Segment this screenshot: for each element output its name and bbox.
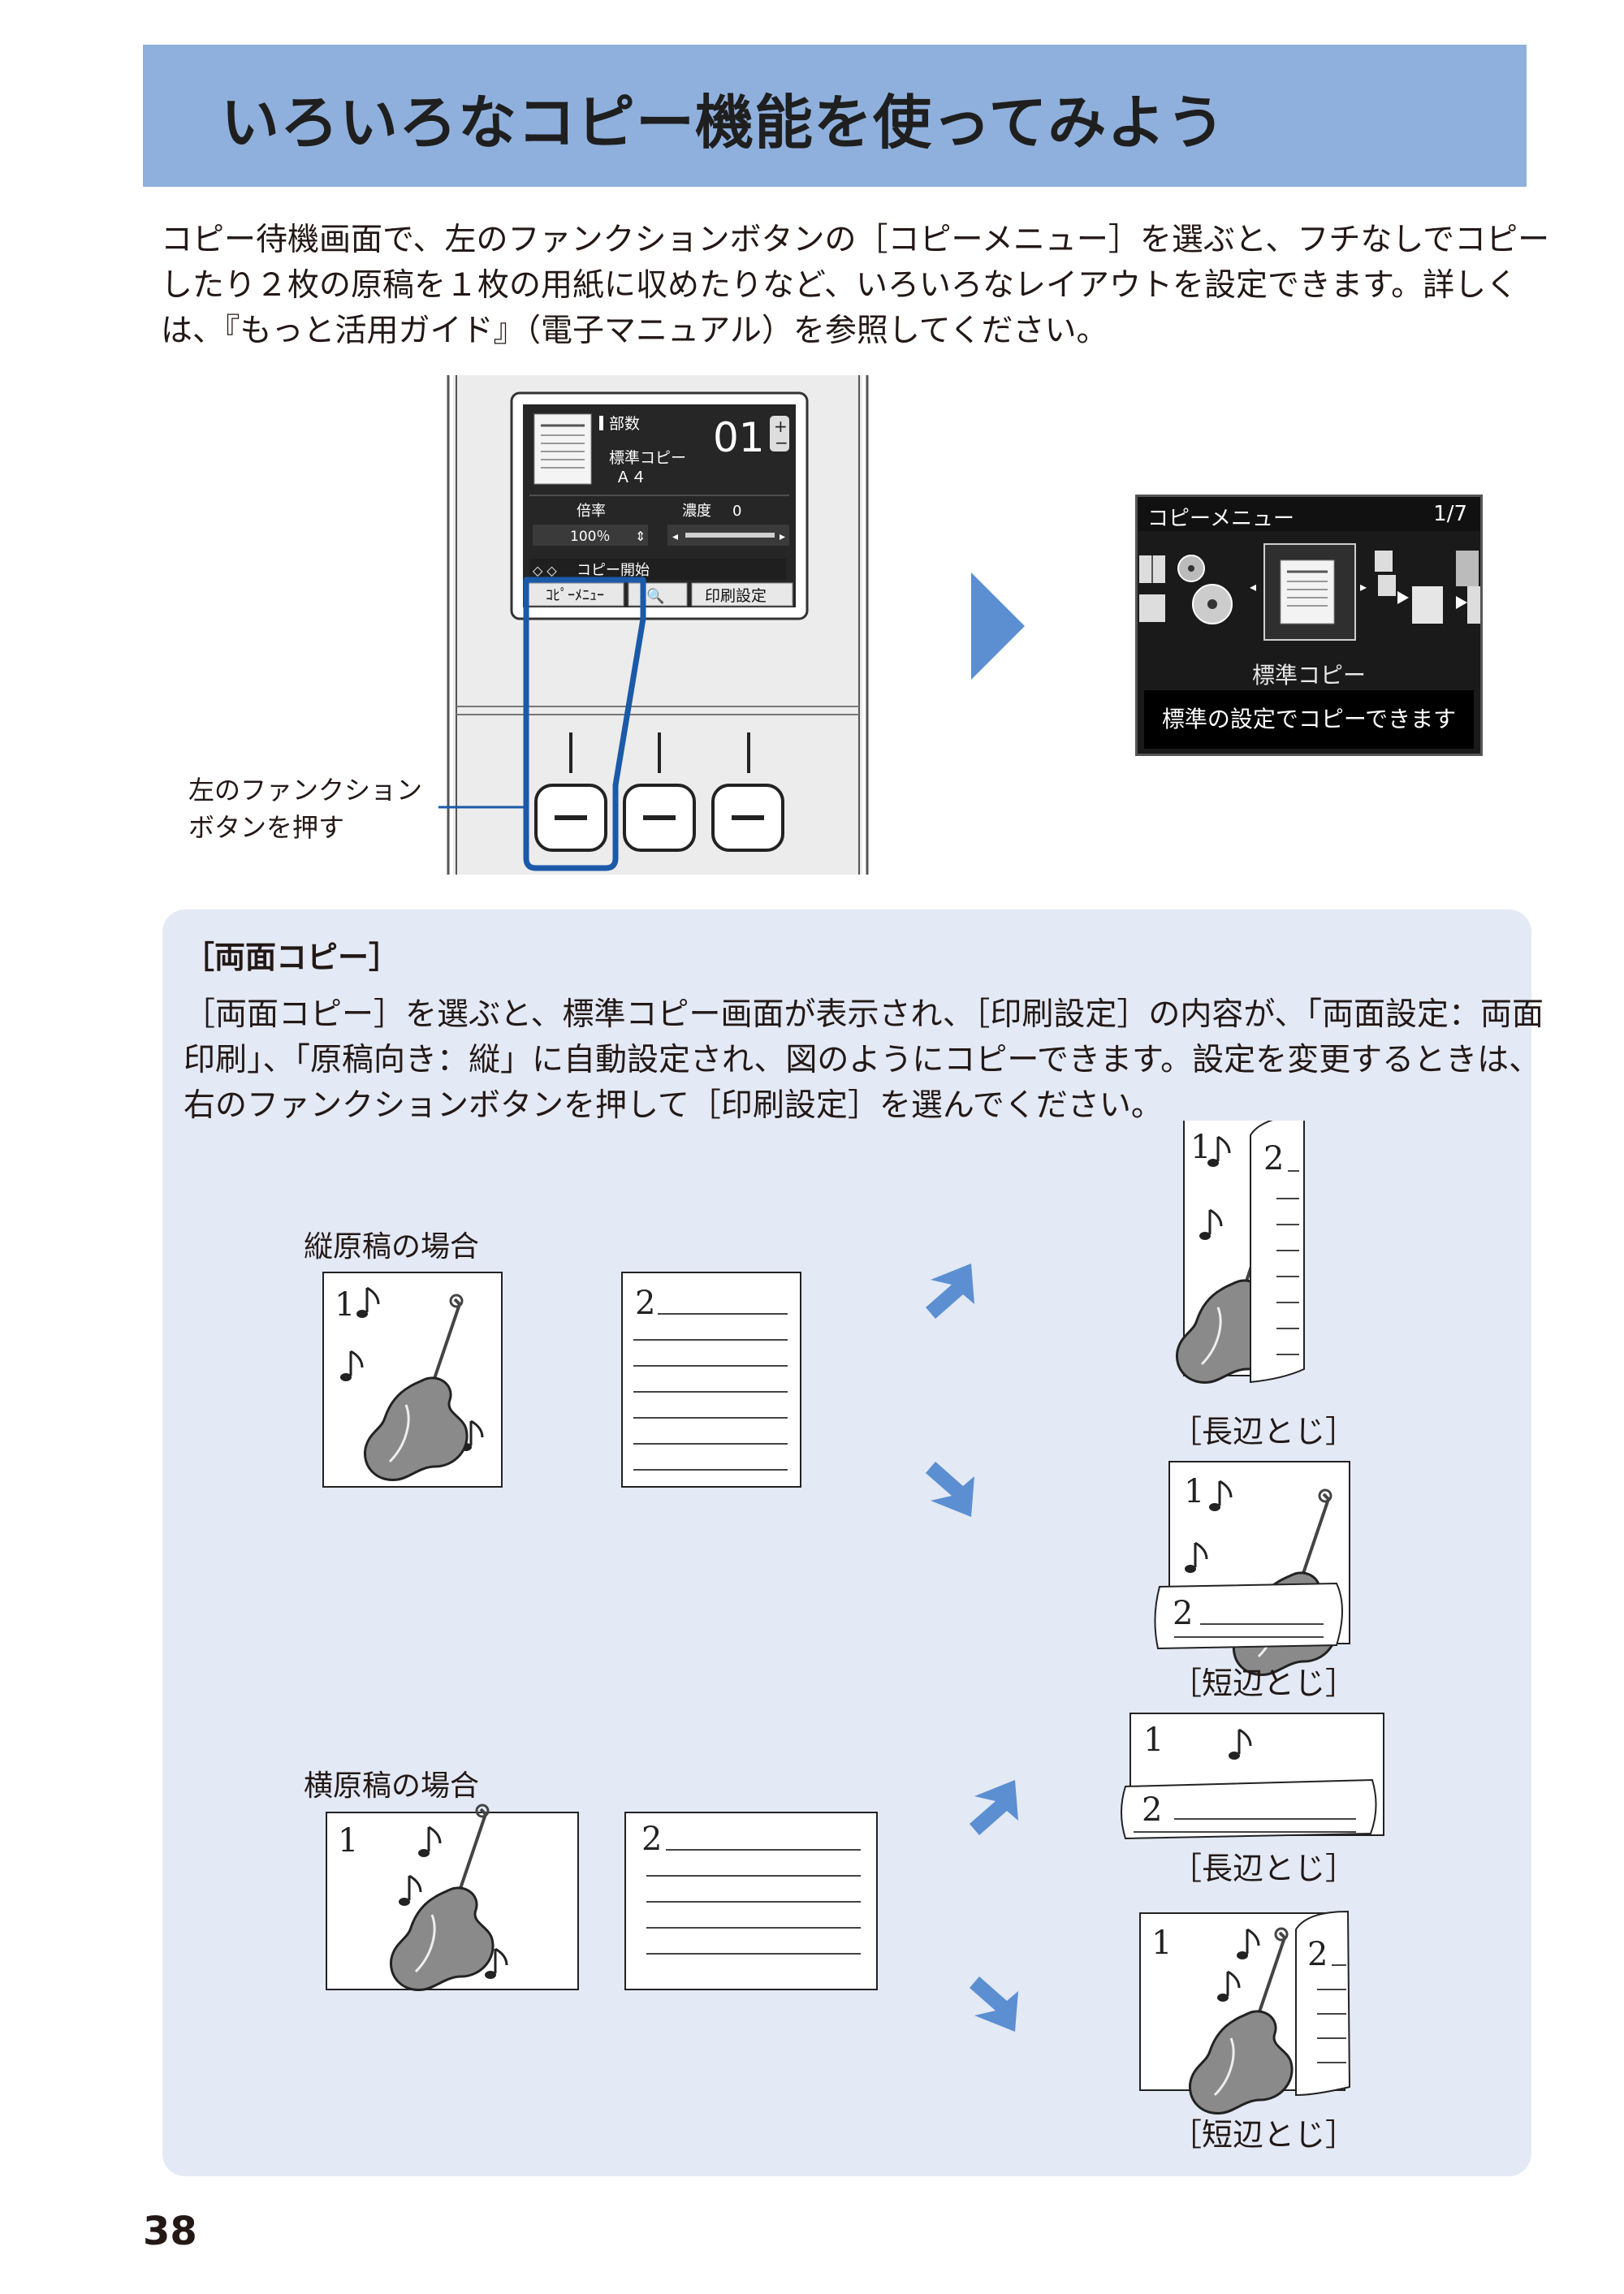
standard-copy-icon xyxy=(1280,559,1335,624)
short-edge-label: ［短辺とじ］ xyxy=(1171,1665,1357,1701)
highlight-outline xyxy=(523,577,646,871)
disc-copy-icon xyxy=(1177,555,1233,624)
long-edge-label: ［長辺とじ］ xyxy=(1171,1414,1357,1449)
sheet-number-label: 2 xyxy=(1263,1140,1284,1177)
short-edge-label: ［短辺とじ］ xyxy=(1171,2117,1357,2153)
function-button-center xyxy=(623,784,696,852)
plus-minus-icon: + − xyxy=(770,416,789,452)
function-button-left xyxy=(534,784,607,852)
duplex-body: ［両面コピー］を選ぶと、標準コピー画面が表示され、［印刷設定］の内容が、「両面設… xyxy=(184,992,1544,1129)
title-banner xyxy=(143,45,1527,187)
book-copy-icon xyxy=(1139,555,1165,622)
callout-label: 左のファンクション ボタンを押す xyxy=(188,771,422,846)
portrait-case-label: 縦原稿の場合 xyxy=(304,1230,480,1264)
callout-line1: 左のファンクション xyxy=(188,775,423,806)
result-arrow-icon xyxy=(926,1264,974,1319)
sheet-number-label: 2 xyxy=(1142,1791,1162,1829)
svg-text:+: + xyxy=(774,417,788,436)
duplex-title: ［両面コピー］ xyxy=(184,940,400,975)
landscape-long-edge-result: 1 2 xyxy=(1121,1713,1384,1840)
duplex-body-line: 印刷」、「原稿向き：縦」に自動設定され、図のようにコピーできます。設定を変更する… xyxy=(184,1042,1541,1078)
sheet-number-label: 1 xyxy=(1184,1473,1204,1510)
copy-menu-page-indicator: 1/7 xyxy=(1433,502,1467,526)
lcd-func-right xyxy=(691,582,793,607)
sheet-number-label: 1 xyxy=(1143,1722,1164,1759)
copy-menu-carousel: ◂ ▸ xyxy=(1139,543,1480,641)
updown-icon: ⇕ xyxy=(635,529,646,544)
document-thumbnail-icon xyxy=(533,413,592,485)
duplex-illustration: 1 2 1 2 1 xyxy=(322,1121,1384,2115)
lcd-start-icons: ◇ ◇ xyxy=(533,563,557,578)
lcd-func-left xyxy=(525,582,624,607)
landscape-original-sheet1: 1 xyxy=(326,1804,579,1992)
lcd-paper-size: Ａ４ xyxy=(615,469,646,486)
intro-paragraph: コピー待機画面で、左のファンクションボタンの［コピーメニュー］を選ぶと、フチなし… xyxy=(161,218,1550,354)
lcd-mode-label: 標準コピー xyxy=(609,449,686,467)
lcd-density-label: 濃度 xyxy=(682,503,711,520)
lcd-density-value: 0 xyxy=(732,503,741,520)
result-arrow-icon xyxy=(926,1462,974,1517)
lcd-func-center xyxy=(628,582,688,607)
left-arrow-icon: ◂ xyxy=(672,530,678,543)
sheet-number-label: 2 xyxy=(635,1285,655,1322)
duplex-body-line: 右のファンクションボタンを押して［印刷設定］を選んでください。 xyxy=(184,1087,1163,1124)
portrait-long-edge-result: 1 2 xyxy=(1175,1121,1305,1385)
sheet-number-label: 1 xyxy=(338,1822,358,1860)
copy-menu-header: コピーメニュー 1/7 xyxy=(1138,497,1480,531)
right-arrow-icon: ▸ xyxy=(780,530,785,543)
lcd-func-right-label: 印刷設定 xyxy=(705,587,767,605)
landscape-original-sheet2: 2 xyxy=(624,1812,878,1990)
lcd-start-label: コピー開始 xyxy=(577,562,650,579)
copy-menu-selected-item: 標準コピー xyxy=(1251,662,1366,689)
page-title: いろいろなコピー機能を使ってみよう xyxy=(221,89,1226,157)
portrait-original-sheet2: 2 xyxy=(621,1272,801,1488)
lcd-magnification-label: 倍率 xyxy=(577,503,606,520)
two-on-one-copy-icon xyxy=(1375,551,1443,624)
intro-line: コピー待機画面で、左のファンクションボタンの［コピーメニュー］を選ぶと、フチなし… xyxy=(161,222,1550,258)
function-button-right xyxy=(711,784,784,852)
duplex-body-line: ［両面コピー］を選ぶと、標準コピー画面が表示され、［印刷設定］の内容が、「両面設… xyxy=(184,996,1544,1033)
duplex-copy-icon xyxy=(1456,551,1480,624)
sheet-number-label: 1 xyxy=(335,1286,355,1324)
svg-text:−: − xyxy=(775,433,788,452)
sheet-number-label: 2 xyxy=(1173,1595,1193,1632)
copy-menu-description: 標準の設定でコピーできます xyxy=(1144,690,1474,749)
copy-menu-title: コピーメニュー xyxy=(1147,507,1294,531)
page-number: 38 xyxy=(143,2209,197,2254)
result-arrow-icon xyxy=(970,1976,1018,2032)
intro-line: したり２枚の原稿を１枚の用紙に収めたりなど、いろいろなレイアウトを設定できます。… xyxy=(161,267,1518,304)
next-arrow-icon xyxy=(971,572,1025,680)
sheet-number-label: 2 xyxy=(641,1821,662,1858)
landscape-case-label: 横原稿の場合 xyxy=(304,1769,480,1803)
copy-menu-screen: コピーメニュー 1/7 ◂ ▸ xyxy=(1135,495,1483,756)
portrait-original-sheet1: 1 xyxy=(322,1272,503,1488)
lcd-magnification-value: 100％ xyxy=(570,529,610,545)
intro-line: は、『もっと活用ガイド』（電子マニュアル）を参照してください。 xyxy=(161,313,1108,349)
magnifier-icon: 🔍 xyxy=(646,586,664,605)
lcd-copies-label: 部数 xyxy=(609,415,640,433)
operation-panel-illustration: 部数 01 + − 標準コピー Ａ４ 倍率 濃度 0 100％ ⇕ ◂ ▸ ◇ … xyxy=(438,375,869,875)
sheet-number-label: 2 xyxy=(1307,1936,1328,1973)
portrait-short-edge-result: 1 2 xyxy=(1154,1461,1350,1677)
landscape-short-edge-result: 1 2 xyxy=(1139,1910,1351,2115)
density-slider xyxy=(685,533,775,538)
sheet-number-label: 1 xyxy=(1151,1925,1172,1962)
lcd-copies-value: 01 xyxy=(713,414,765,461)
lcd-func-left-label: ｺﾋﾟｰﾒﾆｭｰ xyxy=(546,587,604,604)
result-arrow-icon xyxy=(970,1780,1018,1835)
sheet-number-label: 1 xyxy=(1190,1129,1211,1166)
right-scroll-icon: ▸ xyxy=(1360,579,1367,594)
left-scroll-icon: ◂ xyxy=(1250,579,1256,594)
long-edge-label: ［長辺とじ］ xyxy=(1171,1851,1357,1886)
callout-line2: ボタンを押す xyxy=(188,812,345,843)
